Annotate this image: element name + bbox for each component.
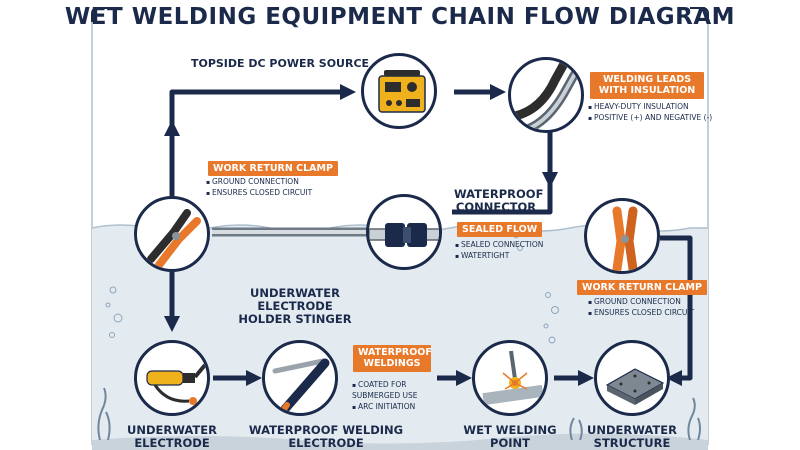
ground-clamp-icon <box>612 206 638 271</box>
structure-node <box>594 340 670 416</box>
connector-node <box>366 194 442 270</box>
note-item: ENSURES CLOSED CIRCUIT <box>206 188 312 199</box>
water-surface <box>92 225 708 450</box>
weld-point-node <box>472 340 548 416</box>
welding-leads-notes: HEAVY-DUTY INSULATION POSITIVE (+) AND N… <box>588 102 712 124</box>
cable-connector-icon <box>369 223 439 247</box>
waterproof-electrode-label: WATERPROOF WELDING ELECTRODE <box>248 423 404 450</box>
weld-point-label: WET WELDING POINT <box>463 423 557 450</box>
note-item: WATERTIGHT <box>455 251 543 262</box>
waterproof-electrode-tag: WATERPROOF WELDINGS <box>353 345 432 372</box>
power-source-label: TOPSIDE DC POWER SOURCE <box>190 57 370 70</box>
insulated-cable-icon <box>513 60 581 130</box>
note-item: COATED FOR SUBMERGED USE <box>352 380 442 402</box>
note-item: GROUND CONNECTION <box>588 297 694 308</box>
steel-plate-icon <box>605 368 665 405</box>
note-item: SEALED CONNECTION <box>455 240 543 251</box>
note-item: GROUND CONNECTION <box>206 177 312 188</box>
welding-leads-tag: WELDING LEADS WITH INSULATION <box>590 72 704 99</box>
right-clamp-tag: WORK RETURN CLAMP <box>577 280 707 296</box>
note-item: HEAVY-DUTY INSULATION <box>588 102 712 113</box>
connector-label: WATERPROOF CONNECTOR <box>454 187 544 215</box>
welding-leads-node <box>508 57 584 133</box>
seabed <box>92 433 708 450</box>
seaweed <box>97 387 701 441</box>
arrowheads <box>164 84 682 386</box>
note-item: POSITIVE (+) AND NEGATIVE (-) <box>588 113 712 124</box>
bubbles <box>105 233 559 344</box>
left-clamp-tag: WORK RETURN CLAMP <box>208 161 338 177</box>
connector-tag: SEALED FLOW <box>457 222 543 238</box>
ground-clamp-icon <box>147 209 201 269</box>
stinger-label: UNDERWATER ELECTRODE HOLDER STINGER <box>238 286 352 327</box>
dc-welder-icon <box>378 70 426 113</box>
right-clamp-node <box>584 198 660 274</box>
left-clamp-notes: GROUND CONNECTION ENSURES CLOSED CIRCUIT <box>206 177 312 199</box>
electrode-holder-node <box>134 340 210 416</box>
electrode-rod-icon <box>272 358 330 413</box>
electrode-holder-label: UNDERWATER ELECTRODE <box>127 423 217 450</box>
note-item: ARC INITIATION <box>352 402 442 413</box>
structure-label: UNDERWATER STRUCTURE <box>587 423 677 450</box>
left-clamp-node <box>134 196 210 272</box>
connector-notes: SEALED CONNECTION WATERTIGHT <box>455 240 543 262</box>
waterproof-electrode-notes: COATED FOR SUBMERGED USE ARC INITIATION <box>352 380 442 413</box>
waterproof-electrode-node <box>262 340 338 416</box>
right-clamp-notes: GROUND CONNECTION ENSURES CLOSED CIRCUIT <box>588 297 694 319</box>
page-title: WET WELDING EQUIPMENT CHAIN FLOW DIAGRAM <box>64 4 736 30</box>
arc-spark-icon <box>482 350 544 406</box>
power-source-node <box>361 53 437 129</box>
electrode-holder-icon <box>146 363 207 405</box>
note-item: ENSURES CLOSED CIRCUIT <box>588 308 694 319</box>
